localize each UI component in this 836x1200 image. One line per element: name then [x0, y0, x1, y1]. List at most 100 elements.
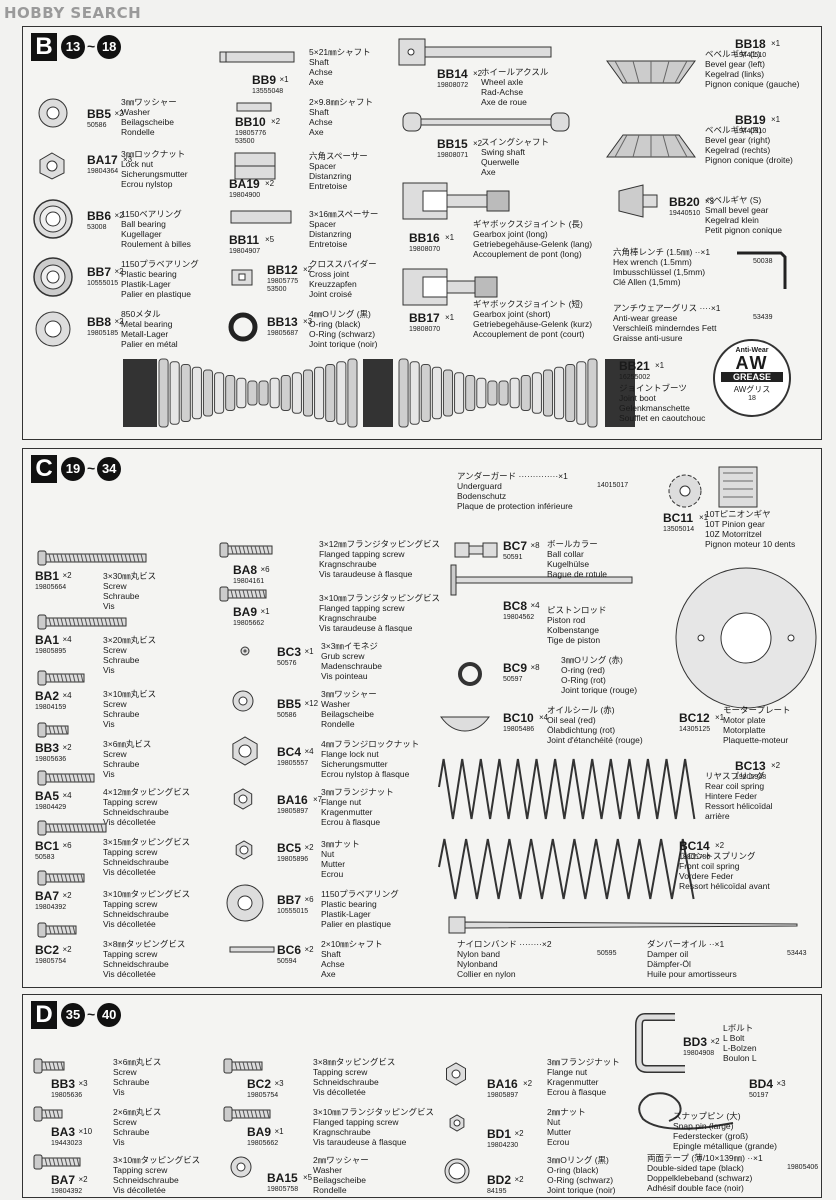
- desc-line: Axe: [321, 969, 336, 979]
- part-qty: ×2: [265, 179, 275, 188]
- part-code-bb7: BB7: [277, 893, 301, 907]
- part-code-ba7: BA7: [35, 889, 59, 903]
- desc-jp: Lボルト: [723, 1023, 754, 1033]
- part-code-text: BA5: [35, 789, 60, 803]
- desc-jp: 3×8㎜タッピングビス: [313, 1057, 396, 1067]
- step-end: 18: [97, 35, 122, 59]
- part-code-ba16: BA16: [487, 1077, 518, 1091]
- step-start: 13: [61, 35, 85, 59]
- desc-line: Getriebegehäuse-Gelenk (lang): [473, 239, 593, 249]
- desc-jp: 2㎜ナット: [547, 1107, 586, 1117]
- desc-line: Kragenmutter: [547, 1077, 599, 1087]
- gearbox-joint-long-illustration: [402, 182, 510, 220]
- desc-line: Oil seal (red): [547, 715, 596, 725]
- desc-line: Vis: [103, 769, 115, 779]
- desc-jp: リヤスプリング: [705, 771, 765, 781]
- part-code-bb19: BB19: [735, 113, 766, 127]
- part-code-text: BB6: [87, 209, 112, 223]
- part-number: 19804907: [229, 248, 261, 255]
- part-code-bb18: BB18: [735, 37, 766, 51]
- part-code-bc6: BC6: [277, 943, 301, 957]
- part-number: 19804900: [229, 192, 261, 199]
- part-number: 19804159: [35, 704, 67, 711]
- desc-line: Federstecker (groß): [673, 1131, 749, 1141]
- part-code-bc10: BC10: [503, 711, 534, 725]
- grease-num: 18: [748, 395, 756, 402]
- desc-line: Grub screw: [321, 651, 365, 661]
- desc-line: Kegelrad (rechts): [705, 145, 771, 155]
- desc-line: ナイロンバンド ········×2: [457, 939, 552, 949]
- desc-jp: ベベルギヤ (R): [705, 125, 762, 135]
- desc-line: Boulon L: [723, 1053, 757, 1063]
- part-number: 50197: [749, 1092, 769, 1099]
- desc-line: Rondelle: [321, 719, 355, 729]
- desc-line: ダンパーオイル ··×1: [647, 939, 725, 949]
- desc-line: Schraube: [103, 655, 140, 665]
- desc-jp: 2×9.8㎜シャフト: [309, 97, 374, 107]
- desc-line: Gearbox joint (short): [473, 309, 551, 319]
- desc-line: Rear coil spring: [705, 781, 765, 791]
- desc-line: Shaft: [321, 949, 341, 959]
- desc-line: Mutter: [547, 1127, 572, 1137]
- part-qty: ×1: [274, 1127, 284, 1136]
- part-code-text: BC3: [277, 645, 302, 659]
- desc-jp: 4㎜Oリング (黒): [309, 309, 371, 319]
- part-code-text: BA2: [35, 689, 60, 703]
- desc-line: Small bevel gear: [705, 205, 769, 215]
- tapping-screw-15mm-illustration: [37, 820, 107, 836]
- part-code-text: BB5: [277, 697, 302, 711]
- part-description: スナップピン (大)Snap pin (large)Federstecker (…: [673, 1111, 777, 1151]
- part-qty: ×2: [303, 265, 313, 274]
- desc-line: Kragnschraube: [313, 1127, 371, 1137]
- part-qty: ×4: [539, 713, 549, 722]
- desc-line: 10Z Motorritzel: [705, 529, 762, 539]
- desc-line: L Bolt: [723, 1033, 745, 1043]
- ball-collar-illustration: [454, 542, 498, 558]
- desc-line: Nylon band: [457, 949, 501, 959]
- part-number: 19805786: [679, 854, 711, 861]
- screw-30mm-illustration: [37, 550, 147, 566]
- part-number: 19808070: [409, 326, 441, 333]
- part-qty: ×2: [62, 891, 72, 900]
- desc-jp: 3×20㎜丸ビス: [103, 635, 157, 645]
- desc-line: Pignon conique (gauche): [705, 79, 800, 89]
- desc-line: Kugellager: [121, 229, 162, 239]
- desc-line: Underguard: [457, 481, 502, 491]
- desc-jp: 3㎜フランジナット: [321, 787, 394, 797]
- part-number: 19443023: [51, 1140, 83, 1147]
- desc-line: Roulement à billes: [121, 239, 191, 249]
- spacer-3x16-illustration: [230, 210, 292, 224]
- desc-jp: 六角スペーサー: [309, 151, 368, 161]
- rear-spring-illustration: [438, 758, 696, 820]
- part-number: 19804392: [51, 1188, 83, 1195]
- bevel-gear-right-illustration: [606, 134, 696, 158]
- desc-jp: 3㎜フランジナット: [547, 1057, 620, 1067]
- part-qty: ×2: [514, 1175, 524, 1184]
- washer-illustration: [38, 98, 68, 128]
- part-qty: ×3: [274, 1079, 284, 1088]
- pinion-gear-illustration: [668, 466, 758, 508]
- part-qty: ×4: [62, 691, 72, 700]
- desc-line: Metal bearing: [121, 319, 173, 329]
- part-code-bc2: BC2: [35, 943, 59, 957]
- part-code-text: BC1: [35, 839, 60, 853]
- desc-line: Kreuzzapfen: [309, 279, 357, 289]
- part-number: 50576: [277, 660, 297, 667]
- part-description: オイルシール (赤)Oil seal (red)Ölabdichtung (ro…: [547, 705, 643, 745]
- part-code-bb16: BB16: [409, 231, 440, 245]
- desc-line: Hex wrench (1.5mm): [613, 257, 692, 267]
- desc-line: Accouplement de pont (long): [473, 249, 582, 259]
- part-code-text: BA17: [87, 153, 118, 167]
- part-code-bb3: BB3: [35, 741, 59, 755]
